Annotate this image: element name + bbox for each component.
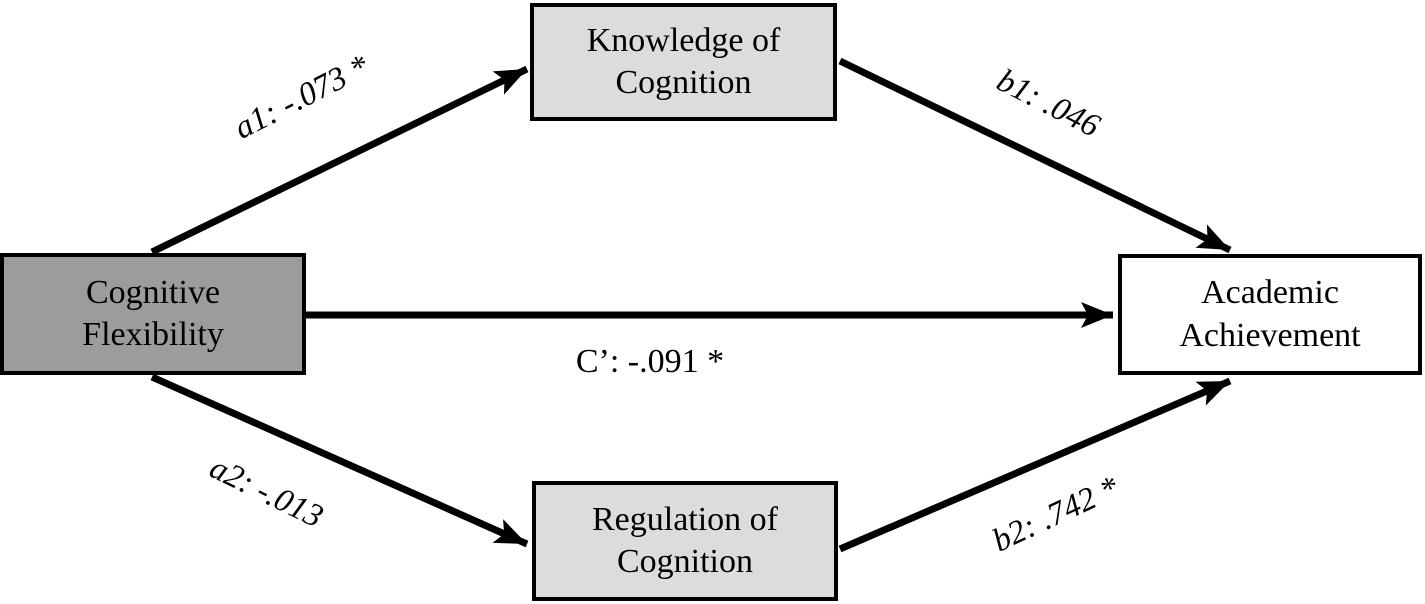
path-a1-arrow [150, 65, 529, 256]
path-b1-arrow [838, 57, 1232, 254]
box-regulation-of-cognition: Regulation of Cognition [532, 481, 838, 601]
box-knowledge-of-cognition: Knowledge of Cognition [530, 3, 837, 121]
box-academic-achievement: Academic Achievement [1118, 254, 1422, 375]
path-label-c-prime: C’: -.091 * [575, 343, 725, 380]
box-cognitive-flexibility: Cognitive Flexibility [0, 253, 306, 375]
path-a2-arrow [150, 373, 529, 548]
path-b2-arrow [838, 377, 1232, 553]
